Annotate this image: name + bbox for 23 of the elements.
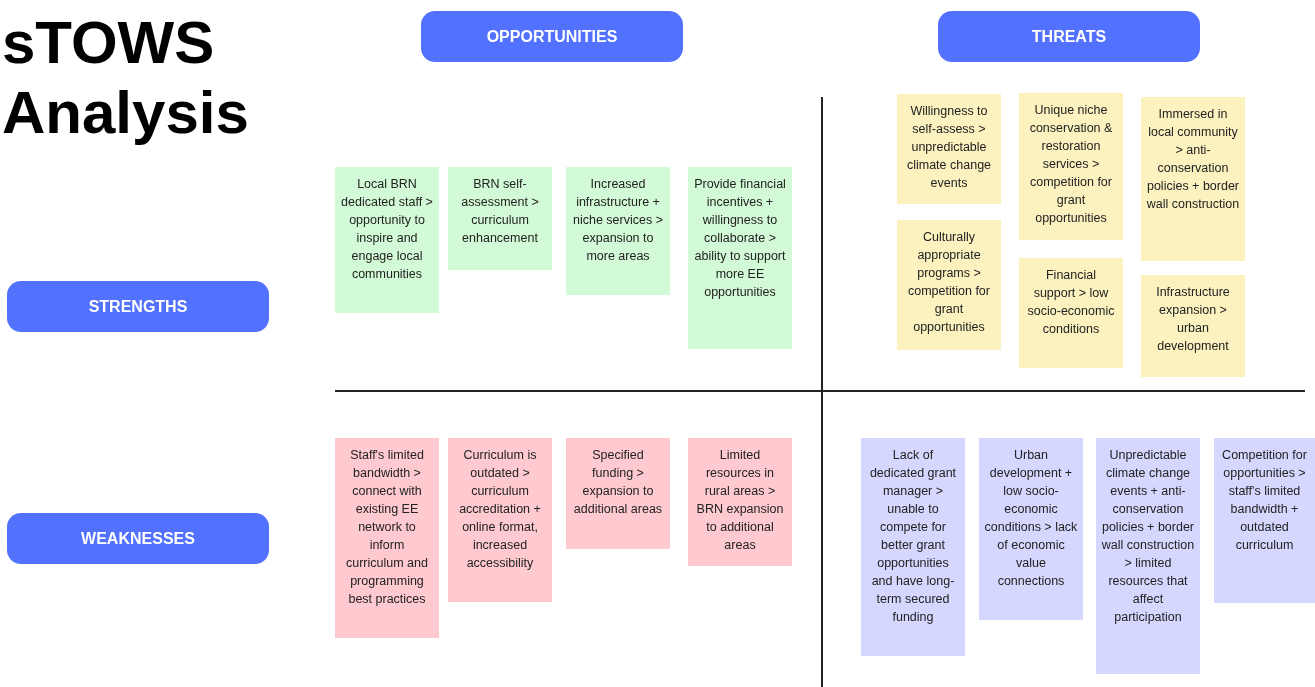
header-label: THREATS xyxy=(938,11,1200,62)
header-label: OPPORTUNITIES xyxy=(421,11,683,62)
sticky-note: Financial support > low socio-economic conditions xyxy=(1019,258,1123,368)
sticky-note: Provide financial incentives + willingness to collaborate > ability to support more EE opportunities xyxy=(688,167,792,349)
sticky-note: Limited resources in rural areas > BRN expansion to additional areas xyxy=(688,438,792,566)
sticky-note: Competition for opportunities > staff's limited bandwidth + outdated curriculum xyxy=(1214,438,1315,603)
header-label: STRENGTHS xyxy=(7,281,269,332)
header-label: WEAKNESSES xyxy=(7,513,269,564)
sticky-note: Urban development + low socio-economic conditions > lack of economic value connections xyxy=(979,438,1083,620)
sticky-note: Lack of dedicated grant manager > unable to compete for better grant opportunities and have long-term secured funding xyxy=(861,438,965,656)
sticky-note: Specified funding > expansion to additional areas xyxy=(566,438,670,549)
sticky-note: Local BRN dedicated staff > opportunity to inspire and engage local communities xyxy=(335,167,439,313)
sticky-note: Increased infrastructure + niche services > expansion to more areas xyxy=(566,167,670,295)
title: sTOWS Analysis xyxy=(2,8,250,148)
sticky-note: Unique niche conservation & restoration services > competition for grant opportunities xyxy=(1019,93,1123,240)
sticky-note: Infrastructure expansion > urban development xyxy=(1141,275,1245,377)
sticky-note: Staff's limited bandwidth > connect with existing EE network to inform curriculum and programming best practices xyxy=(335,438,439,638)
sticky-note: Culturally appropriate programs > competition for grant opportunities xyxy=(897,220,1001,350)
sticky-note: Willingness to self-assess > unpredictable climate change events xyxy=(897,94,1001,204)
sticky-note: Curriculum is outdated > curriculum accreditation + online format, increased accessibility xyxy=(448,438,552,602)
sticky-note: BRN self-assessment > curriculum enhancement xyxy=(448,167,552,270)
sticky-note: Immersed in local community > anti-conservation policies + border wall construction xyxy=(1141,97,1245,261)
sticky-note: Unpredictable climate change events + anti-conservation policies + border wall construction > limited resources that affect participation xyxy=(1096,438,1200,674)
